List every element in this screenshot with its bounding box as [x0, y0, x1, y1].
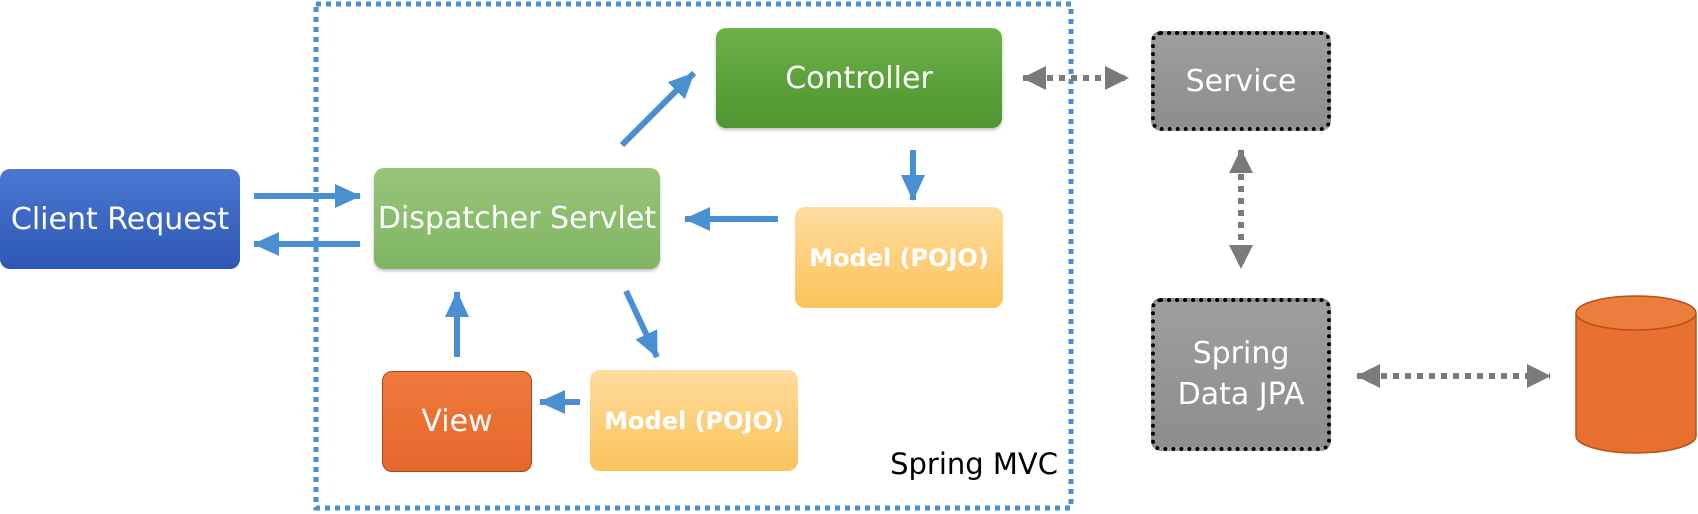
arrow-dispatcher-to-model-bottom [623, 289, 660, 359]
model-pojo-label: Model (POJO) [604, 406, 784, 435]
model-pojo-label: Model (POJO) [809, 243, 989, 272]
spring-data-jpa-label-line1: Spring [1192, 336, 1290, 371]
service-label: Service [1185, 63, 1297, 99]
client-request-label: Client Request [10, 201, 230, 237]
client-request-box: Client Request [0, 169, 240, 269]
dispatcher-servlet-label: Dispatcher Servlet [377, 201, 657, 236]
controller-box: Controller [716, 28, 1002, 128]
view-box: View [382, 371, 532, 472]
spring-data-jpa-label-line2: Data JPA [1177, 376, 1305, 412]
controller-label: Controller [785, 60, 933, 96]
spring-mvc-label: Spring MVC [890, 447, 1058, 481]
arrow-dispatcher-to-controller [619, 70, 697, 148]
spring-data-jpa-box: Spring Data JPA [1151, 298, 1331, 451]
model-pojo-box-right: Model (POJO) [795, 207, 1003, 308]
database-cylinder-icon [1575, 295, 1697, 454]
view-label: View [421, 404, 493, 439]
model-pojo-box-bottom: Model (POJO) [590, 370, 798, 471]
dispatcher-servlet-box: Dispatcher Servlet [374, 168, 660, 269]
service-box: Service [1151, 31, 1331, 131]
